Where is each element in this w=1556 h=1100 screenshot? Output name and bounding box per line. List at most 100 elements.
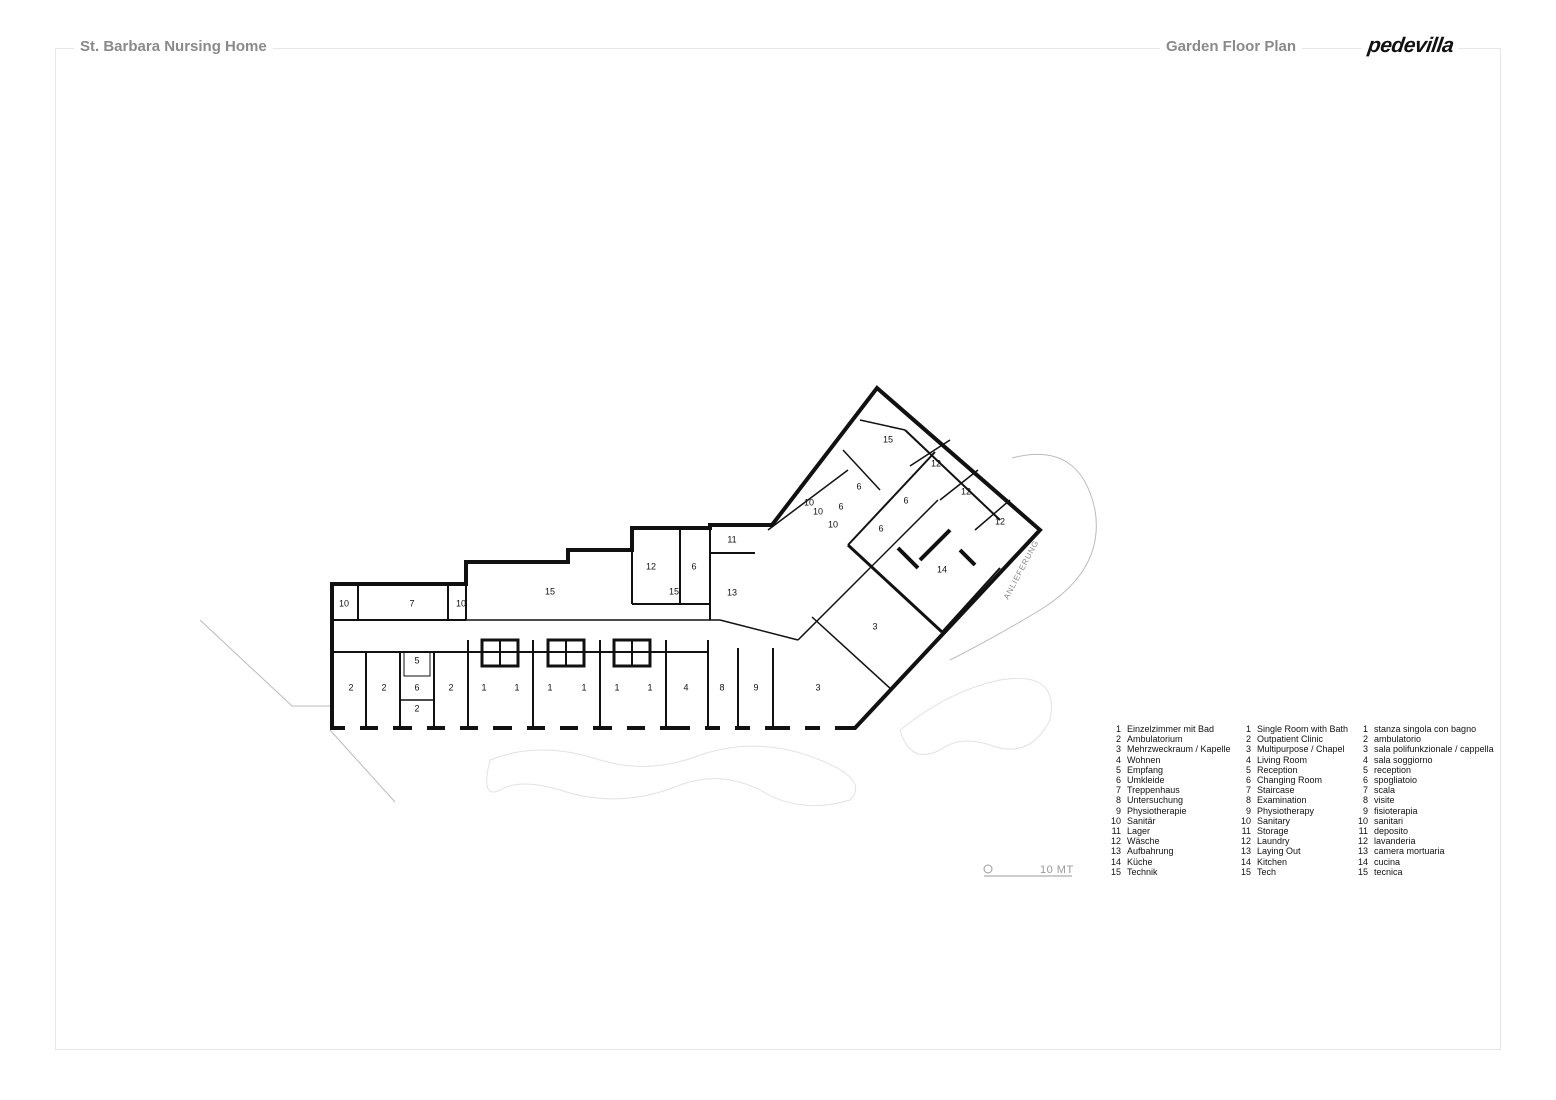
legend-number: 14 bbox=[1357, 856, 1368, 867]
page-title: St. Barbara Nursing Home bbox=[74, 38, 273, 55]
legend-number: 6 bbox=[1362, 775, 1368, 786]
room-label: 10 bbox=[339, 598, 349, 608]
legend-number: 7 bbox=[1362, 785, 1368, 796]
scale-label: 10 MT bbox=[1040, 864, 1074, 876]
room-label: 10 bbox=[828, 519, 838, 529]
room-label: 6 bbox=[838, 501, 843, 511]
legend-text: Wäsche bbox=[1127, 836, 1160, 847]
legend-entry: 6 Umkleide bbox=[1105, 775, 1231, 785]
room-label: 10 bbox=[456, 598, 466, 608]
legend-text: Sanitary bbox=[1257, 815, 1291, 826]
legend-text: stanza singola con bagno bbox=[1374, 724, 1477, 734]
legend-number: 8 bbox=[1245, 795, 1251, 806]
legend-entry: 4 sala soggiorno bbox=[1352, 755, 1494, 765]
scale-bar bbox=[983, 864, 1072, 877]
legend-text: lavanderia bbox=[1374, 836, 1416, 847]
room-label: 15 bbox=[545, 586, 555, 596]
legend-number: 6 bbox=[1245, 775, 1251, 786]
legend-number: 14 bbox=[1240, 856, 1251, 867]
legend-text: Treppenhaus bbox=[1127, 785, 1180, 796]
room-label: 11 bbox=[727, 534, 736, 544]
legend-number: 2 bbox=[1115, 734, 1121, 745]
room-label: 14 bbox=[937, 564, 947, 574]
legend-number: 9 bbox=[1115, 805, 1121, 816]
legend-number: 4 bbox=[1362, 754, 1368, 765]
legend-number: 9 bbox=[1245, 805, 1251, 816]
legend-text: Reception bbox=[1257, 764, 1298, 775]
legend-text: reception bbox=[1374, 764, 1412, 775]
legend-number: 5 bbox=[1245, 764, 1251, 775]
legend-entry: 4 Living Room bbox=[1235, 755, 1348, 765]
legend-text: Technik bbox=[1127, 866, 1158, 877]
legend-number: 12 bbox=[1110, 836, 1121, 847]
room-label: 4 bbox=[683, 682, 688, 692]
room-label: 1 bbox=[647, 682, 652, 692]
room-label: 3 bbox=[815, 682, 820, 692]
room-label: 8 bbox=[719, 682, 724, 692]
legend-number: 6 bbox=[1115, 775, 1121, 786]
legend-text: Wohnen bbox=[1127, 754, 1161, 765]
legend-entry: 7 Treppenhaus bbox=[1105, 785, 1231, 795]
legend-number: 4 bbox=[1245, 754, 1251, 765]
legend-number: 11 bbox=[1358, 826, 1368, 837]
room-label: 10 bbox=[804, 497, 814, 507]
legend-text: Outpatient Clinic bbox=[1257, 734, 1324, 745]
legend-text: visite bbox=[1374, 795, 1395, 806]
legend-number: 8 bbox=[1362, 795, 1368, 806]
legend-text: Kitchen bbox=[1257, 856, 1288, 867]
legend-text: Staircase bbox=[1257, 785, 1295, 796]
legend-entry: 8 visite bbox=[1352, 795, 1494, 805]
legend-text: Umkleide bbox=[1127, 775, 1165, 786]
room-label: 1 bbox=[547, 682, 552, 692]
legend-text: Einzelzimmer mit Bad bbox=[1127, 724, 1215, 734]
legend-number: 10 bbox=[1357, 815, 1368, 826]
room-label: 2 bbox=[348, 682, 353, 692]
legend-english: 1 Single Room with Bath 2 Outpatient Clinic… bbox=[1235, 724, 1348, 877]
legend-number: 15 bbox=[1240, 866, 1251, 877]
legend-number: 13 bbox=[1240, 846, 1251, 857]
legend-text: Küche bbox=[1127, 856, 1153, 867]
room-label: 6 bbox=[414, 682, 419, 692]
legend-text: Laundry bbox=[1257, 836, 1290, 847]
legend-number: 1 bbox=[1245, 724, 1251, 734]
room-label: 2 bbox=[381, 682, 386, 692]
legend-number: 11 bbox=[1111, 826, 1121, 837]
legend-entry: 8 Examination bbox=[1235, 795, 1348, 805]
legend-number: 7 bbox=[1115, 785, 1121, 796]
legend-text: Examination bbox=[1257, 795, 1307, 806]
legend-text: Changing Room bbox=[1257, 775, 1323, 786]
legend-text: ambulatorio bbox=[1374, 734, 1422, 745]
legend-number: 2 bbox=[1245, 734, 1251, 745]
room-label: 1 bbox=[581, 682, 586, 692]
legend-entry: 15 Technik bbox=[1105, 867, 1231, 877]
room-label: 6 bbox=[691, 561, 696, 571]
legend-number: 15 bbox=[1110, 866, 1121, 877]
room-label: 15 bbox=[883, 434, 893, 444]
legend-text: sanitari bbox=[1374, 815, 1404, 826]
legend-text: Single Room with Bath bbox=[1257, 724, 1349, 734]
room-label: 6 bbox=[878, 523, 883, 533]
legend-number: 3 bbox=[1245, 744, 1251, 755]
legend-text: Aufbahrung bbox=[1127, 846, 1174, 857]
legend-number: 13 bbox=[1357, 846, 1368, 857]
legend-text: Living Room bbox=[1257, 754, 1308, 765]
legend-number: 5 bbox=[1115, 764, 1121, 775]
legend-text: sala soggiorno bbox=[1374, 754, 1433, 765]
